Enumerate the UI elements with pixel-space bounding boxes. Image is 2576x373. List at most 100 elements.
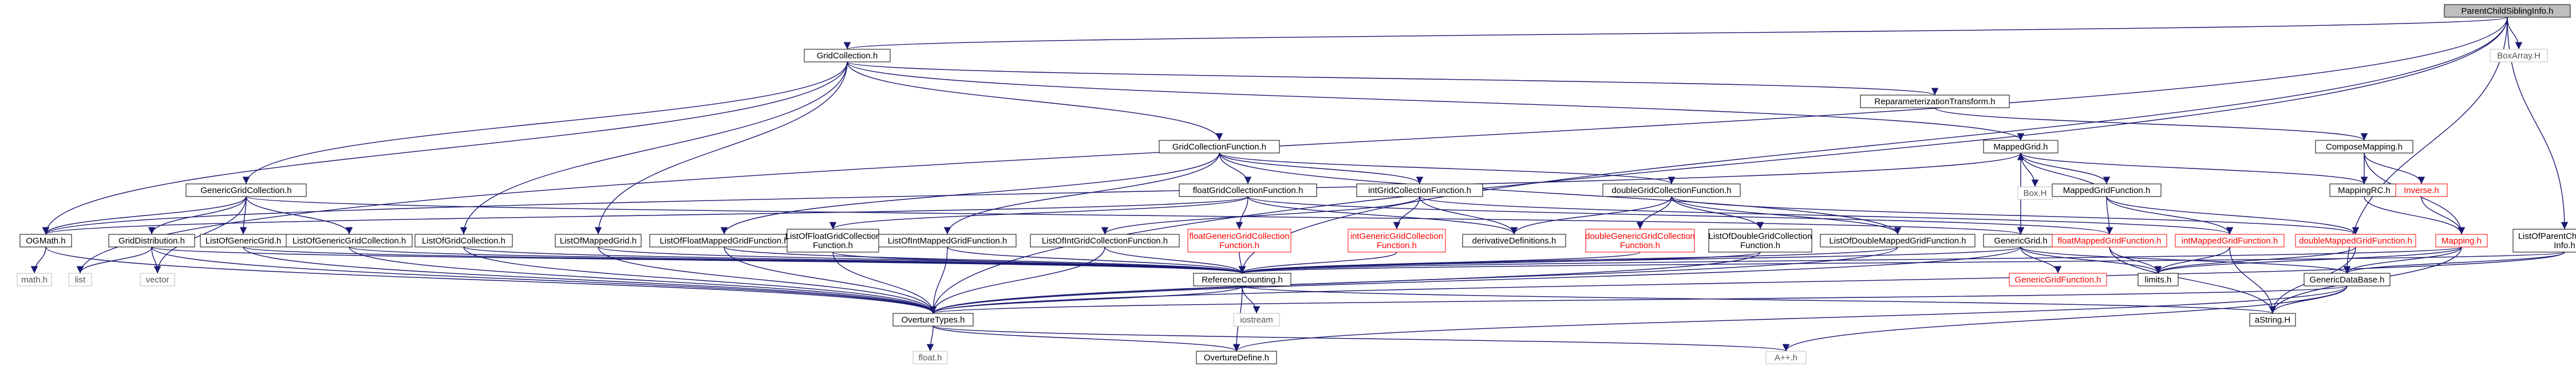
node-box [2444,4,2571,18]
node-reference-counting[interactable]: ReferenceCounting.h [1193,273,1291,286]
edge-float-mapped-grid-function-to-limits [2109,246,2162,274]
node-limits[interactable]: limits.h [2138,273,2179,286]
node-list-of-generic-grid[interactable]: ListOfGenericGrid.h [200,234,287,248]
edge-grid-collection-function-to-list-of-float-mapped-grid-function [720,152,1220,235]
node-compose-mapping[interactable]: ComposeMapping.h [2315,140,2413,154]
edge-int-generic-grid-collection-function-to-reference-counting [1238,252,1397,274]
node-box [1179,183,1317,197]
node-list-of-int-mapped-grid-function[interactable]: ListOfIntMappedGridFunction.h [878,234,1017,248]
node-derivative-definitions[interactable]: derivativeDefinitions.h [1462,234,1566,248]
node-label: ListOfIntMappedGridFunction.h [888,236,1007,246]
node-mapped-grid[interactable]: MappedGrid.h [1983,140,2059,154]
node-box [2052,234,2167,248]
node-label: GridCollection.h [817,51,878,61]
edge-mapped-grid-function-to-double-mapped-grid-function [2106,196,2360,235]
edge-generic-grid-to-generic-grid-function [2020,246,2062,274]
node-grid-collection[interactable]: GridCollection.h [804,49,891,62]
node-list-of-float-mapped-grid-function[interactable]: ListOfFloatMappedGridFunction.h [649,234,799,248]
edge-grid-collection-to-ogmath [42,61,848,235]
edge-mapping-to-reference-counting [1239,246,2462,274]
node-list-h[interactable]: list [68,273,92,286]
edge-grid-collection-to-list-of-mapped-grid [594,61,848,235]
node-box [2512,229,2576,253]
node-mapping[interactable]: Mapping.h [2435,234,2488,248]
node-app[interactable]: A++.h [1765,351,1807,364]
node-double-grid-collection-function[interactable]: doubleGridCollectionFunction.h [1602,183,1741,197]
node-overture-types[interactable]: OvertureTypes.h [892,313,974,327]
node-box [185,183,307,197]
node-inverse[interactable]: Inverse.h [2395,183,2448,197]
node-list-of-double-mapped-grid-function[interactable]: ListOfDoubleMappedGridFunction.h [1820,234,1976,248]
node-reparam-transform[interactable]: ReparameterizationTransform.h [1860,95,2010,108]
node-generic-data-base[interactable]: GenericDataBase.h [2304,273,2391,286]
node-box [2175,234,2285,248]
node-int-grid-collection-function[interactable]: intGridCollectionFunction.h [1356,183,1483,197]
edge-overture-types-to-overture-define [933,325,1240,352]
node-list-of-grid-collection[interactable]: ListOfGridCollection.h [414,234,513,248]
node-vector-h[interactable]: vector [140,273,175,286]
node-list-of-parent-child-sibling-info[interactable]: ListOfParentChildSiblingInfo.h [2512,229,2576,253]
node-int-mapped-grid-function[interactable]: intMappedGridFunction.h [2175,234,2285,248]
node-label: GenericGridFunction.h [2015,275,2101,285]
edge-float-grid-collection-function-to-list-of-float-grid-collection-function [829,196,1249,230]
node-float-mapped-grid-function[interactable]: floatMappedGridFunction.h [2052,234,2167,248]
edge-grid-collection-to-generic-grid-collection [242,61,848,184]
node-list-of-generic-grid-collection[interactable]: ListOfGenericGridCollection.h [286,234,413,248]
node-label: floatGridCollectionFunction.h [1193,186,1303,195]
node-box [2395,183,2448,197]
node-parent-child-sibling-info[interactable]: ParentChildSiblingInfo.h [2444,4,2571,18]
edge-grid-distribution-to-list-h [76,246,152,274]
node-label: ParentChildSiblingInfo.h [2462,6,2554,16]
graph-edges [30,17,2569,352]
node-iostream[interactable]: iostream [1233,313,1280,327]
node-ogmath[interactable]: OGMath.h [19,234,72,248]
node-math-h[interactable]: math.h [17,273,52,286]
edge-list-of-float-grid-collection-function-to-overture-types [832,252,937,314]
node-grid-collection-function[interactable]: GridCollectionFunction.h [1159,140,1280,154]
node-box [140,273,175,286]
node-label: OGMath.h [26,236,65,246]
node-box [2052,183,2162,197]
node-generic-grid-collection[interactable]: GenericGridCollection.h [185,183,307,197]
node-mapping-rc[interactable]: MappingRC.h [2329,183,2399,197]
edge-generic-data-base-to-overture-types [930,285,2348,314]
node-box [555,234,642,248]
edge-generic-grid-collection-to-ogmath [42,196,247,235]
node-a-string[interactable]: aString.H [2249,313,2296,327]
node-label: ListOfIntGridCollectionFunction.h [1042,236,1168,246]
edge-grid-collection-function-to-list-of-double-mapped-grid-function [1219,152,1902,235]
node-grid-distribution[interactable]: GridDistribution.h [108,234,195,248]
node-box-array[interactable]: BoxArray.H [2490,49,2548,62]
node-float-h[interactable]: float.h [912,351,948,364]
edge-int-grid-collection-function-to-int-mapped-grid-function [1419,196,2233,235]
node-box [2138,273,2179,286]
node-float-grid-collection-function[interactable]: floatGridCollectionFunction.h [1179,183,1317,197]
node-overture-define[interactable]: OvertureDefine.h [1196,351,1277,364]
node-box-h[interactable]: Box.H [2017,186,2053,200]
edge-list-of-generic-grid-collection-to-overture-types [349,246,937,314]
node-box [1983,140,2059,154]
node-label: float.h [919,353,942,363]
node-generic-grid[interactable]: GenericGrid.h [1983,234,2059,248]
node-list-of-int-grid-collection-function[interactable]: ListOfIntGridCollectionFunction.h [1030,234,1180,248]
edge-reference-counting-to-iostream [1242,285,1261,314]
node-generic-grid-function[interactable]: GenericGridFunction.h [2009,273,2107,286]
node-box [1860,95,2010,108]
node-label: ListOfParentChildSiblingInfo.h [2518,231,2576,250]
node-box [1196,351,1277,364]
node-mapped-grid-function[interactable]: MappedGridFunction.h [2052,183,2162,197]
edge-parent-child-sibling-info-to-grid-collection [844,17,2508,50]
edge-double-grid-collection-function-to-double-generic-grid-collection-function [1636,196,1672,230]
node-double-mapped-grid-function[interactable]: doubleMappedGridFunction.h [2295,234,2416,248]
node-label: ListOfMappedGrid.h [560,236,637,246]
edge-grid-distribution-to-overture-types [151,246,937,314]
node-list-of-mapped-grid[interactable]: ListOfMappedGrid.h [555,234,642,248]
edge-overture-types-to-float-h [926,325,934,352]
